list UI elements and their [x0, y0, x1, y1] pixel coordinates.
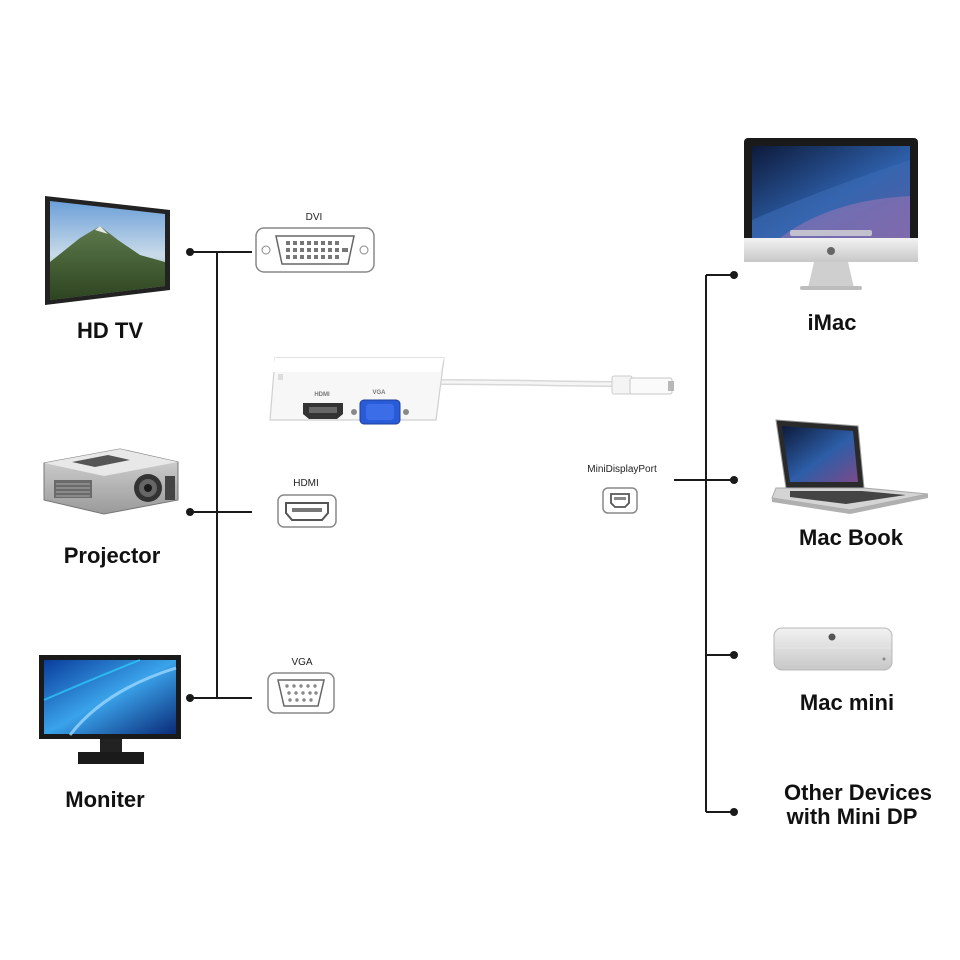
monitor-icon [39, 655, 181, 764]
right-connector-lines [674, 274, 734, 813]
hdtv-label: HD TV [77, 318, 143, 343]
vga-port-label: VGA [291, 657, 312, 668]
imac-icon [744, 138, 918, 290]
adapter-vga-label: VGA [372, 390, 386, 396]
dvi-port-label: DVI [306, 212, 323, 223]
left-connector-dots [186, 248, 194, 702]
macmini-icon [773, 627, 893, 671]
other-devices-label-line1: Other Devices [784, 780, 932, 805]
vga-port-icon [267, 672, 335, 714]
adapter-icon [269, 357, 674, 425]
left-connector-lines [190, 251, 252, 699]
projector-label: Projector [64, 543, 161, 568]
tv-icon [45, 196, 170, 305]
adapter-hdmi-label: HDMI [314, 392, 330, 398]
right-connector-dots [730, 271, 738, 816]
hdmi-port-icon [277, 494, 337, 528]
minidp-port-label: MiniDisplayPort [587, 464, 657, 475]
projector-icon [43, 448, 179, 515]
hdmi-port-label: HDMI [293, 478, 319, 489]
dvi-port-icon [255, 227, 375, 273]
macmini-label: Mac mini [800, 690, 894, 715]
minidp-port-icon [602, 487, 638, 514]
imac-label: iMac [808, 310, 857, 335]
monitor-label: Moniter [65, 787, 145, 812]
other-devices-label-line2: with Mini DP [786, 804, 918, 829]
macbook-icon [771, 419, 929, 514]
macbook-label: Mac Book [799, 525, 904, 550]
